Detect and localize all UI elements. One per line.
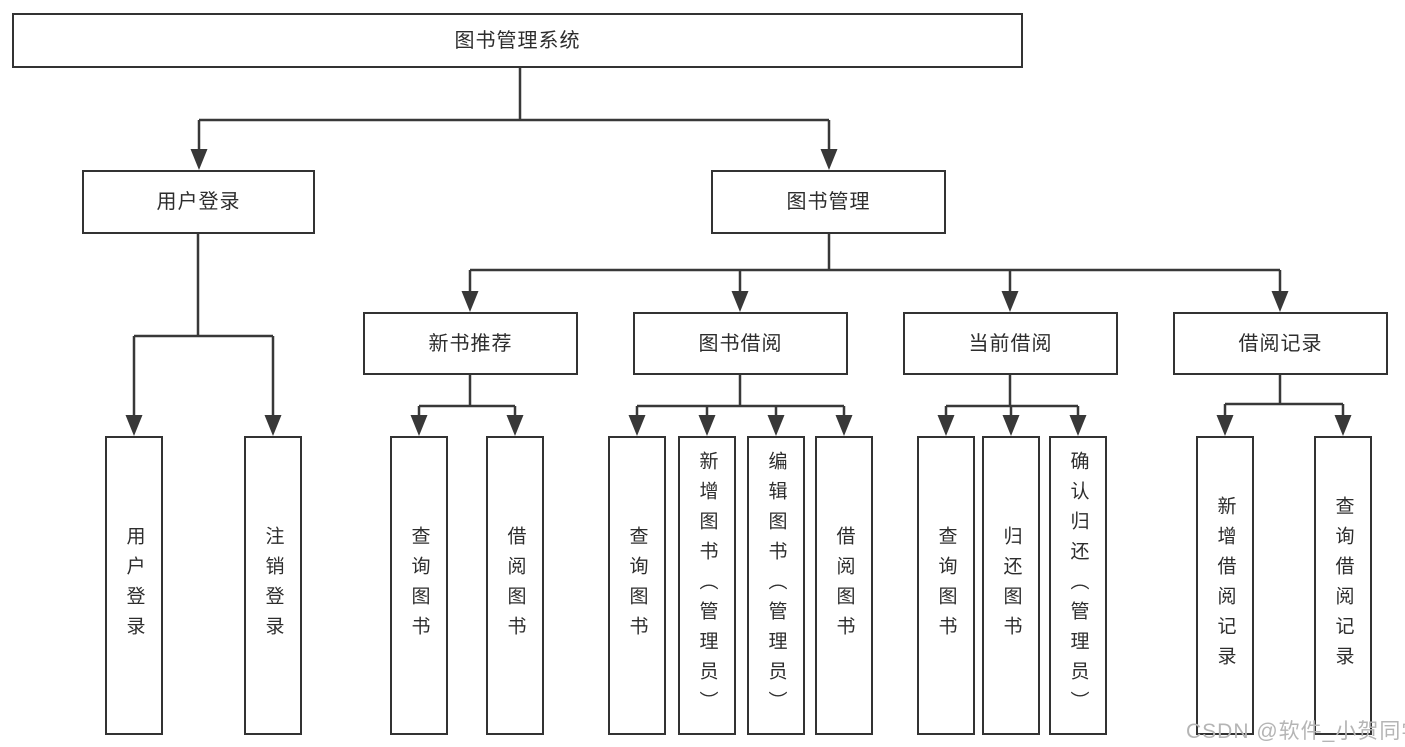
leaf-confirm-return-admin-label: 确认归还（管理员） xyxy=(1067,450,1089,721)
leaf-return-books-label: 归还图书 xyxy=(1000,525,1022,646)
leaf-user-login: 用户登录 xyxy=(105,436,163,735)
leaf-current-query-books: 查询图书 xyxy=(917,436,975,735)
leaf-add-books-admin-label: 新增图书（管理员） xyxy=(696,450,718,721)
leaf-return-books: 归还图书 xyxy=(982,436,1040,735)
leaf-recommend-borrow-books: 借阅图书 xyxy=(486,436,544,735)
leaf-edit-books-admin: 编辑图书（管理员） xyxy=(747,436,805,735)
leaf-logout-label: 注销登录 xyxy=(262,525,284,646)
leaf-confirm-return-admin: 确认归还（管理员） xyxy=(1049,436,1107,735)
node-user-login: 用户登录 xyxy=(82,170,315,234)
node-borrow-records: 借阅记录 xyxy=(1173,312,1388,375)
leaf-query-borrow-record-label: 查询借阅记录 xyxy=(1332,495,1354,676)
node-book-management: 图书管理 xyxy=(711,170,946,234)
leaf-borrow-books: 借阅图书 xyxy=(815,436,873,735)
node-new-book-recommend: 新书推荐 xyxy=(363,312,578,375)
leaf-borrow-books-label: 借阅图书 xyxy=(833,525,855,646)
leaf-logout: 注销登录 xyxy=(244,436,302,735)
leaf-user-login-label: 用户登录 xyxy=(123,525,145,646)
leaf-recommend-query-books: 查询图书 xyxy=(390,436,448,735)
leaf-add-books-admin: 新增图书（管理员） xyxy=(678,436,736,735)
leaf-borrow-query-books: 查询图书 xyxy=(608,436,666,735)
node-current-borrow: 当前借阅 xyxy=(903,312,1118,375)
node-root-library-system: 图书管理系统 xyxy=(12,13,1023,68)
leaf-current-query-books-label: 查询图书 xyxy=(935,525,957,646)
leaf-add-borrow-record: 新增借阅记录 xyxy=(1196,436,1254,735)
connector-lines xyxy=(132,68,1345,418)
arrowheads xyxy=(125,149,1352,436)
leaf-recommend-borrow-books-label: 借阅图书 xyxy=(504,525,526,646)
csdn-watermark: CSDN @软件_小贺同学 xyxy=(1186,720,1405,743)
node-book-borrow: 图书借阅 xyxy=(633,312,848,375)
leaf-edit-books-admin-label: 编辑图书（管理员） xyxy=(765,450,787,721)
leaf-query-borrow-record: 查询借阅记录 xyxy=(1314,436,1372,735)
leaf-add-borrow-record-label: 新增借阅记录 xyxy=(1214,495,1236,676)
leaf-recommend-query-books-label: 查询图书 xyxy=(408,525,430,646)
leaf-borrow-query-books-label: 查询图书 xyxy=(626,525,648,646)
